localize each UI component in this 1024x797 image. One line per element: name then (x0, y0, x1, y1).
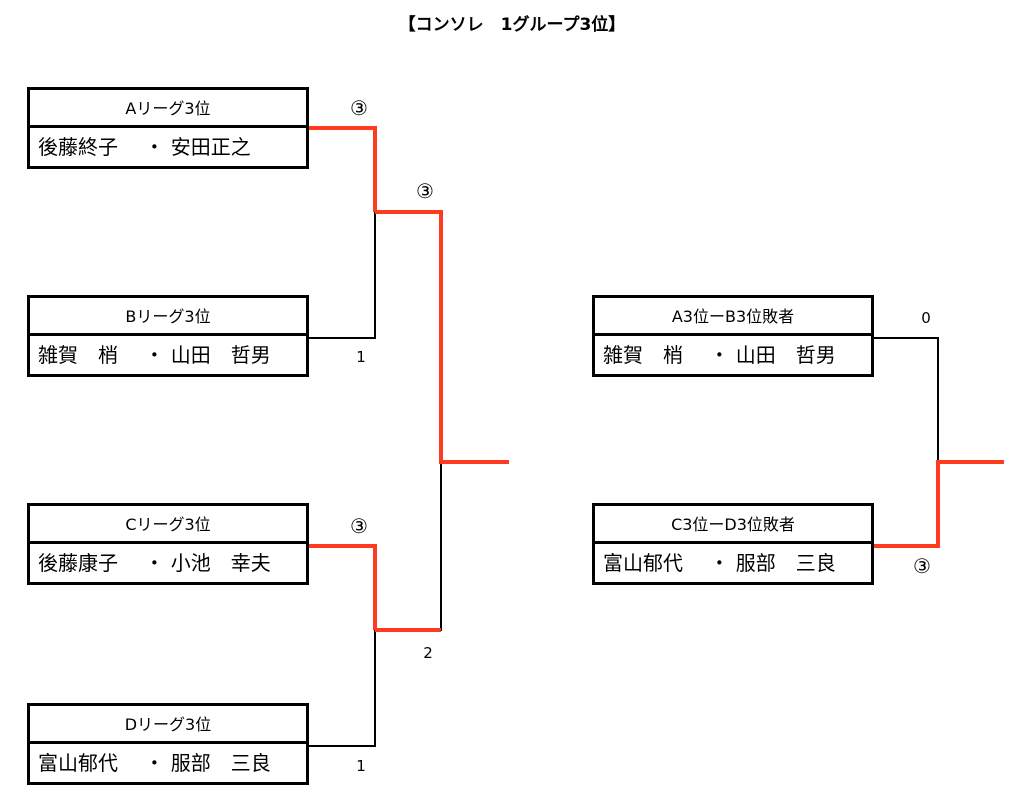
team-label: Aリーグ3位 (30, 90, 306, 128)
score-cd: 2 (423, 644, 433, 662)
winner-line-ab (375, 210, 509, 464)
team-box-a: Aリーグ3位 後藤終子 ・ 安田正之 (27, 87, 309, 169)
winner-line-c (309, 544, 377, 630)
bracket-line-cd (375, 462, 442, 631)
team-box-ab-loser: A3位ーB3位敗者 雑賀 梢 ・ 山田 哲男 (592, 295, 874, 377)
team-label: Bリーグ3位 (30, 298, 306, 336)
team-players: 雑賀 梢 ・ 山田 哲男 (38, 343, 271, 367)
team-players: 富山郁代 ・ 服部 三良 (603, 551, 836, 575)
team-box-d: Dリーグ3位 富山郁代 ・ 服部 三良 (27, 703, 309, 785)
team-players: 雑賀 梢 ・ 山田 哲男 (603, 343, 836, 367)
score-ab: ③ (416, 179, 434, 203)
team-players: 富山郁代 ・ 服部 三良 (38, 751, 271, 775)
winner-line-final (874, 460, 1004, 548)
score-final-bottom: ③ (913, 554, 931, 578)
team-label: C3位ーD3位敗者 (595, 506, 871, 544)
score-a: ③ (350, 96, 368, 120)
team-box-c: Cリーグ3位 後藤康子 ・ 小池 幸夫 (27, 503, 309, 585)
winner-line-a (309, 126, 377, 212)
bracket-line-final-top (874, 337, 939, 462)
score-final-top: 0 (921, 309, 931, 327)
score-b: 1 (356, 348, 366, 366)
score-d: 1 (356, 757, 366, 775)
bracket-line-d (309, 630, 376, 747)
bracket-line-b (309, 212, 376, 339)
team-box-b: Bリーグ3位 雑賀 梢 ・ 山田 哲男 (27, 295, 309, 377)
team-label: A3位ーB3位敗者 (595, 298, 871, 336)
team-label: Cリーグ3位 (30, 506, 306, 544)
team-players: 後藤康子 ・ 小池 幸夫 (38, 551, 271, 575)
page-title: 【コンソレ 1グループ3位】 (398, 15, 626, 35)
team-box-cd-loser: C3位ーD3位敗者 富山郁代 ・ 服部 三良 (592, 503, 874, 585)
team-players: 後藤終子 ・ 安田正之 (38, 135, 251, 159)
team-label: Dリーグ3位 (30, 706, 306, 744)
score-c: ③ (350, 514, 368, 538)
